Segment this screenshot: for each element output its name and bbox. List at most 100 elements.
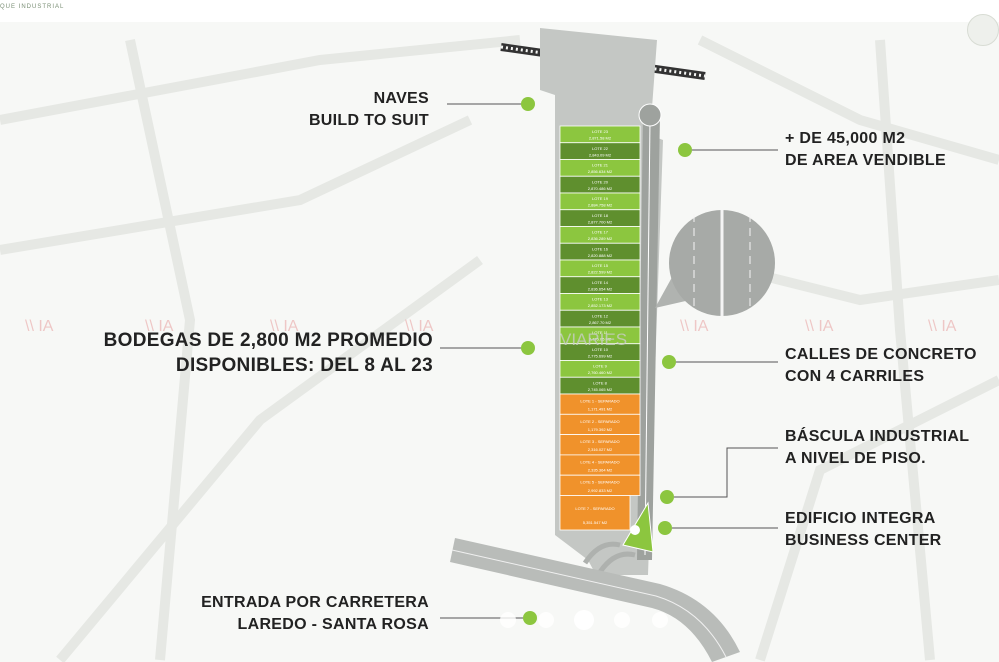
- lot-area: 2,775.699 M2: [588, 353, 613, 358]
- green-lot[interactable]: LOTE 122,867.70 M2: [559, 309, 641, 328]
- highway-center-line: [451, 549, 727, 658]
- green-lot[interactable]: LOTE 92,760.460 M2: [559, 360, 641, 378]
- green-lot[interactable]: LOTE 15 2,822.599 M2: [559, 259, 641, 278]
- lot-area: 1,179.392 M2: [588, 427, 613, 432]
- edificio-line1: EDIFICIO INTEGRA: [785, 510, 936, 527]
- business-center-icon: [630, 525, 640, 535]
- lot-name: LOTE 23: [592, 129, 609, 134]
- green-lot[interactable]: LOTE 11 2,775.05 M2: [559, 326, 641, 345]
- lot-name: LOTE 13: [592, 297, 609, 302]
- watermark: \\ IA: [928, 318, 957, 335]
- bascula-line2: A NIVEL DE PISO.: [785, 450, 926, 467]
- lot-name: LOTE 9: [593, 364, 608, 369]
- edificio-line2: BUSINESS CENTER: [785, 532, 942, 549]
- lot-name: LOTE 17: [592, 230, 609, 235]
- lot-area: 2,870.486 M2: [588, 186, 613, 191]
- lot-area: 2,836.654 M2: [588, 286, 613, 291]
- watermark: \\ IA: [405, 318, 434, 335]
- lot-name: LOTE 5 - SEPARADO: [580, 480, 619, 485]
- green-lot[interactable]: LOTE 182,877.700 M2: [559, 209, 641, 227]
- brand-logo: QUE INDUSTRIAL: [0, 4, 65, 10]
- lot-area: 2,822.599 M2: [588, 270, 613, 275]
- lot-name: LOTE 10: [592, 347, 609, 352]
- watermark: \\ IA: [145, 318, 174, 335]
- lot-area: 5,351.547 M2: [583, 520, 608, 525]
- entrada-line2: LAREDO - SANTA ROSA: [237, 616, 429, 633]
- lot-shape: [559, 495, 631, 531]
- entrada-label: ENTRADA POR CARRETERA LAREDO - SANTA ROS…: [201, 592, 429, 636]
- lot-name: LOTE 18: [592, 213, 609, 218]
- bodegas-label: BODEGAS DE 2,800 M2 PROMEDIO DISPONIBLES…: [104, 328, 433, 378]
- green-lot[interactable]: LOTE 20 2,870.486 M2: [559, 175, 641, 194]
- highway: [450, 538, 740, 662]
- calles-line1: CALLES DE CONCRETO: [785, 346, 977, 363]
- area-label: + DE 45,000 M2 DE AREA VENDIBLE: [785, 128, 946, 172]
- green-lot[interactable]: LOTE 172,836.289 M2: [559, 226, 641, 244]
- area-line1: + DE 45,000 M2: [785, 130, 906, 147]
- carousel-indicators[interactable]: [500, 610, 668, 630]
- entrance-loops: [582, 541, 636, 574]
- road-detail-callout: [655, 210, 775, 316]
- green-lot[interactable]: LOTE 222,843.09 M2: [559, 142, 641, 160]
- watermark: \\ IA: [680, 318, 709, 335]
- bascula-line1: BÁSCULA INDUSTRIAL: [785, 428, 970, 445]
- cul-de-sac: [638, 103, 662, 127]
- lot-name: LOTE 3 - SEPARADO: [580, 439, 619, 444]
- carousel-dot[interactable]: [538, 612, 554, 628]
- lot-name: LOTE 16: [592, 246, 609, 251]
- lot-area: 2,884.758 M2: [588, 203, 613, 208]
- lot-area: 2,871.58 M2: [589, 136, 612, 141]
- bodegas-line2: DISPONIBLES: DEL 8 AL 23: [175, 355, 433, 376]
- green-lot[interactable]: LOTE 212,856.634 M2: [559, 159, 641, 177]
- carousel-dot[interactable]: [614, 612, 630, 628]
- carousel-dot[interactable]: [652, 612, 668, 628]
- lot-name: LOTE 11: [592, 330, 608, 335]
- naves-line2: BUILD TO SUIT: [308, 112, 429, 129]
- carousel-dot-active[interactable]: [574, 610, 594, 630]
- lot-name: LOTE 22: [592, 146, 609, 151]
- orange-lot[interactable]: LOTE 4 - SEPARADO 2,335.364 M2: [559, 454, 641, 476]
- background-streets: [0, 35, 999, 662]
- area-line2: DE AREA VENDIBLE: [785, 152, 946, 169]
- lot-name: LOTE 4 - SEPARADO: [580, 459, 619, 464]
- lot-area: 2,852.173 M2: [588, 303, 613, 308]
- green-lot[interactable]: LOTE 132,852.173 M2: [559, 293, 641, 311]
- lot-name: LOTE 21: [592, 163, 609, 168]
- lot-name: LOTE 15: [592, 263, 609, 268]
- naves-label: NAVES BUILD TO SUIT: [309, 88, 429, 132]
- lot-name: LOTE 19: [592, 196, 609, 201]
- zoom-icon[interactable]: [967, 14, 999, 46]
- lot-name: LOTE 20: [592, 179, 609, 184]
- carousel-dot[interactable]: [500, 612, 516, 628]
- lot-area: 2,867.70 M2: [589, 320, 612, 325]
- lot-area: 2,877.700 M2: [588, 219, 613, 224]
- lot-name: LOTE 1 - SEPARADO: [580, 399, 619, 404]
- callout-dots: [521, 97, 692, 625]
- orange-lot[interactable]: LOTE 5 - SEPARADO 2,992.833 M2: [559, 474, 641, 496]
- road-center-line: [644, 119, 651, 556]
- lot-name: LOTE 14: [592, 280, 609, 285]
- green-lot[interactable]: LOTE 82,745.065 M2: [559, 376, 641, 395]
- lot-area: 2,843.09 M2: [589, 152, 612, 157]
- watermark-center: VIARIES: [560, 330, 628, 349]
- lot-area: 2,335.364 M2: [588, 468, 613, 473]
- naves-line1: NAVES: [373, 90, 429, 107]
- green-lot[interactable]: LOTE 19 2,884.758 M2: [559, 192, 641, 211]
- entrada-line1: ENTRADA POR CARRETERA: [201, 594, 429, 611]
- edificio-label: EDIFICIO INTEGRA BUSINESS CENTER: [785, 508, 942, 552]
- lot-area: 2,745.065 M2: [588, 387, 613, 392]
- lot-area: 2,992.833 M2: [588, 488, 613, 493]
- green-lot[interactable]: LOTE 162,820.888 M2: [559, 242, 641, 261]
- green-lot[interactable]: LOTE 142,836.654 M2: [559, 276, 641, 294]
- top-bar: QUE INDUSTRIAL: [0, 0, 999, 22]
- internal-road: [637, 110, 660, 560]
- lot-area: 2,775.05 M2: [589, 337, 612, 342]
- green-lot[interactable]: LOTE 23 2,871.58 M2: [559, 125, 641, 144]
